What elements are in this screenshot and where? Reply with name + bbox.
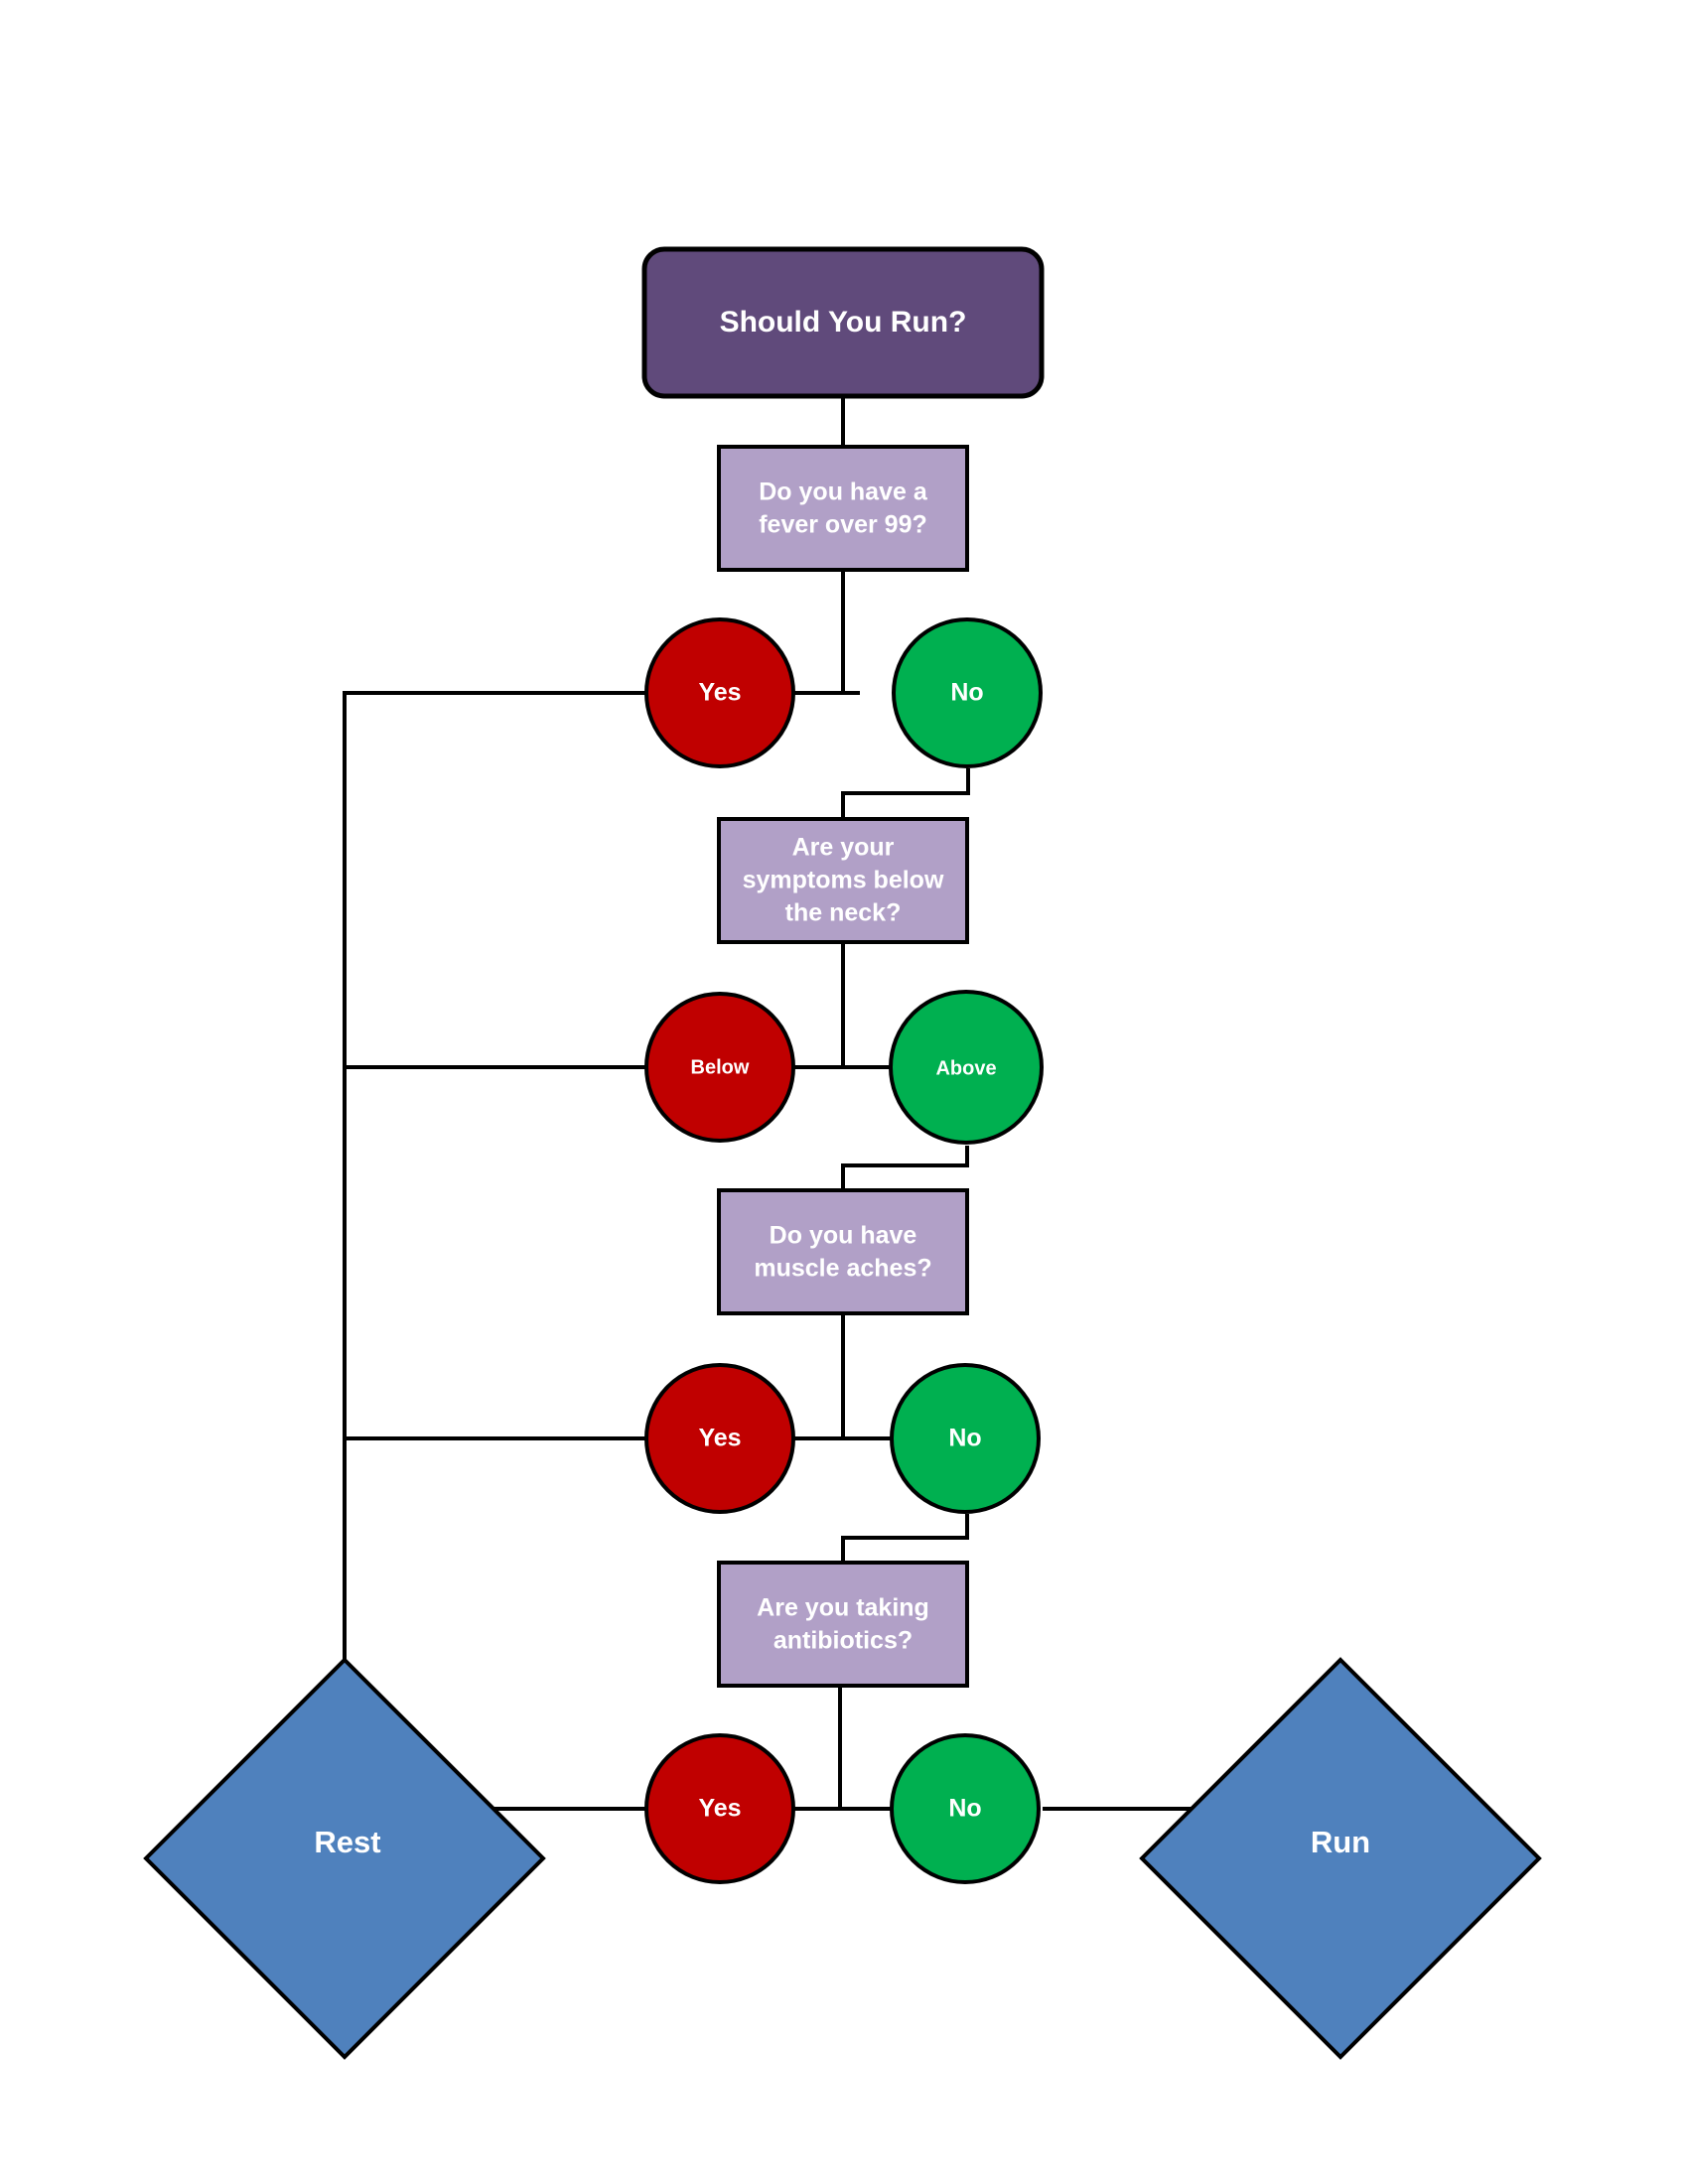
- question-2-line-3: the neck?: [785, 899, 902, 927]
- question-1-line-2: fever over 99?: [759, 511, 927, 539]
- question-4-line-1: Are you taking: [757, 1594, 929, 1622]
- question-3-line-1: Do you have: [770, 1222, 917, 1250]
- outcome-run: Run: [1139, 1657, 1542, 2060]
- question-node-2: Are your symptoms below the neck?: [717, 817, 969, 944]
- connector-above-q3: [841, 1146, 969, 1189]
- outcome-run-label: Run: [1311, 1825, 1370, 1859]
- question-node-1: Do you have a fever over 99?: [717, 445, 969, 572]
- answer-positive-3: No: [890, 1363, 1041, 1514]
- answer-negative-3-label: Yes: [698, 1425, 741, 1452]
- connector-no1-q2: [841, 768, 970, 817]
- outcome-rest-label: Rest: [314, 1825, 380, 1859]
- answer-negative-2: Below: [644, 992, 795, 1143]
- connectors: [343, 397, 1192, 1811]
- title-text: Should You Run?: [720, 306, 967, 339]
- title-node: Should You Run?: [641, 246, 1045, 399]
- connector-no3-q4: [841, 1514, 969, 1562]
- answer-negative-4-label: Yes: [698, 1795, 741, 1823]
- answer-negative-1: Yes: [644, 617, 795, 768]
- answer-negative-3: Yes: [644, 1363, 795, 1514]
- question-node-4: Are you taking antibiotics?: [717, 1561, 969, 1688]
- answer-negative-2-label: Below: [691, 1056, 750, 1078]
- question-4-line-2: antibiotics?: [774, 1627, 913, 1655]
- question-2-line-1: Are your: [792, 834, 895, 862]
- question-2-line-2: symptoms below: [743, 867, 944, 894]
- answer-positive-4: No: [890, 1733, 1041, 1884]
- answer-positive-2: Above: [889, 990, 1044, 1145]
- answer-positive-2-label: Above: [935, 1057, 996, 1079]
- question-node-3: Do you have muscle aches?: [717, 1188, 969, 1315]
- answer-positive-1: No: [892, 617, 1043, 768]
- answer-positive-1-label: No: [950, 679, 983, 707]
- answer-negative-1-label: Yes: [698, 679, 741, 707]
- outcome-rest: Rest: [143, 1657, 546, 2060]
- answer-positive-3-label: No: [948, 1425, 981, 1452]
- answer-positive-4-label: No: [948, 1795, 981, 1823]
- question-1-line-1: Do you have a: [759, 478, 928, 506]
- question-3-line-2: muscle aches?: [754, 1255, 931, 1283]
- answer-negative-4: Yes: [644, 1733, 795, 1884]
